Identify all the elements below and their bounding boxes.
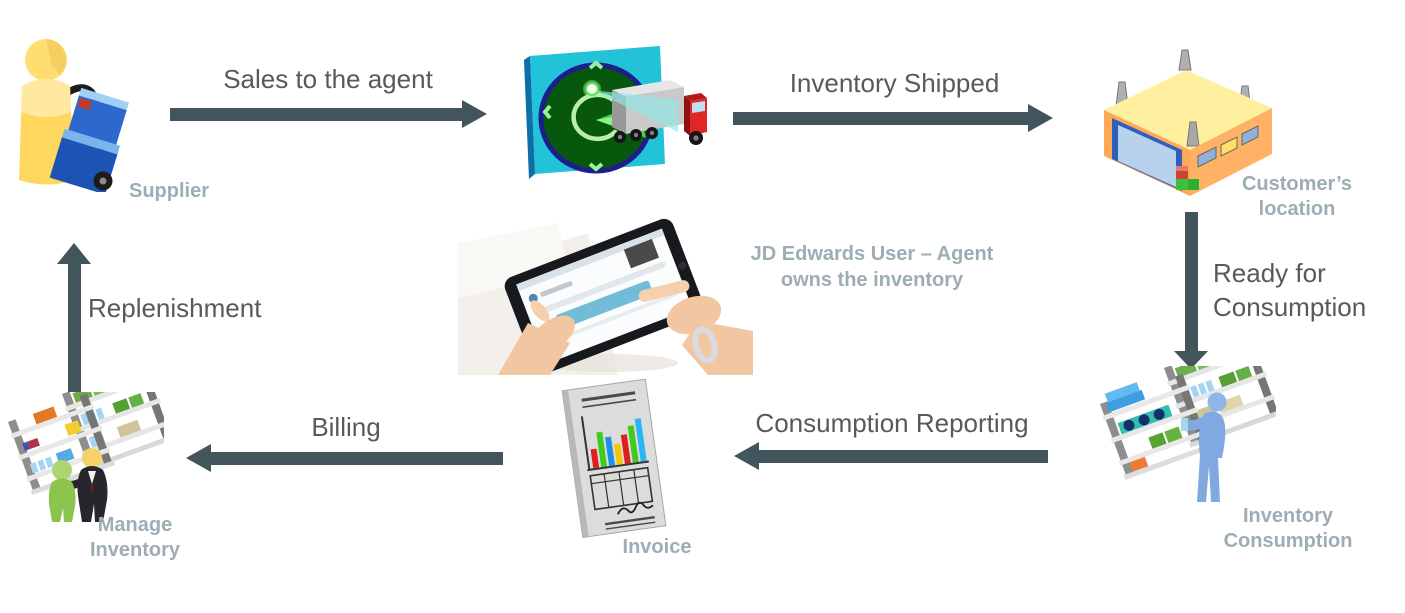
supplier-hand-truck-icon — [19, 39, 130, 192]
consumption-reporting-arrow-head — [734, 442, 759, 470]
supplier-caption: Supplier — [128, 180, 209, 202]
ready-for-consumption-arrow-head — [1174, 351, 1208, 369]
consumption-reporting-label: Consumption Reporting — [755, 408, 1029, 438]
radar-truck-icon — [524, 46, 707, 179]
invoice-chart-document-icon — [561, 378, 667, 538]
supplier-node — [6, 34, 134, 192]
inventory-shipped-arrow-bar — [733, 112, 1028, 125]
invoice-node — [556, 376, 676, 538]
replenishment-arrow-head — [57, 243, 91, 264]
warehouse-icon — [1104, 49, 1272, 196]
billing-arrow-head — [186, 444, 211, 472]
replenishment-label: Replenishment — [88, 293, 262, 323]
inventory-consumption-caption: Inventory Consumption — [1223, 505, 1353, 552]
inventory-consumption-node — [1096, 366, 1276, 506]
tablet-in-hands-photo — [458, 218, 753, 375]
agent-caption: JD Edwards User – Agent owns the invento… — [750, 243, 994, 291]
sales-to-agent-arrow-bar — [170, 108, 462, 121]
inventory-shipped-label: Inventory Shipped — [789, 68, 1000, 98]
agent-node — [458, 203, 753, 375]
customer-location-caption: Customer’s location — [1241, 173, 1353, 220]
shipment-node — [510, 40, 710, 182]
consumption-reporting-arrow-bar — [759, 450, 1048, 463]
sales-to-agent-label: Sales to the agent — [223, 64, 433, 94]
store-shelves-person-icon — [1100, 366, 1276, 502]
billing-arrow-bar — [211, 452, 503, 465]
ready-for-consumption-arrow-bar — [1185, 212, 1198, 351]
billing-label: Billing — [311, 412, 381, 442]
store-shelves-people-icon — [8, 392, 164, 522]
manage-inventory-node — [6, 392, 164, 524]
invoice-caption: Invoice — [622, 536, 692, 558]
sales-to-agent-arrow-head — [462, 100, 487, 128]
inventory-shipped-arrow-head — [1028, 104, 1053, 132]
replenishment-arrow-bar — [68, 264, 81, 392]
customer-location-node — [1096, 48, 1280, 198]
manage-inventory-caption: Manage Inventory — [89, 514, 181, 561]
ready-for-consumption-label: Ready for Consumption — [1213, 258, 1367, 322]
